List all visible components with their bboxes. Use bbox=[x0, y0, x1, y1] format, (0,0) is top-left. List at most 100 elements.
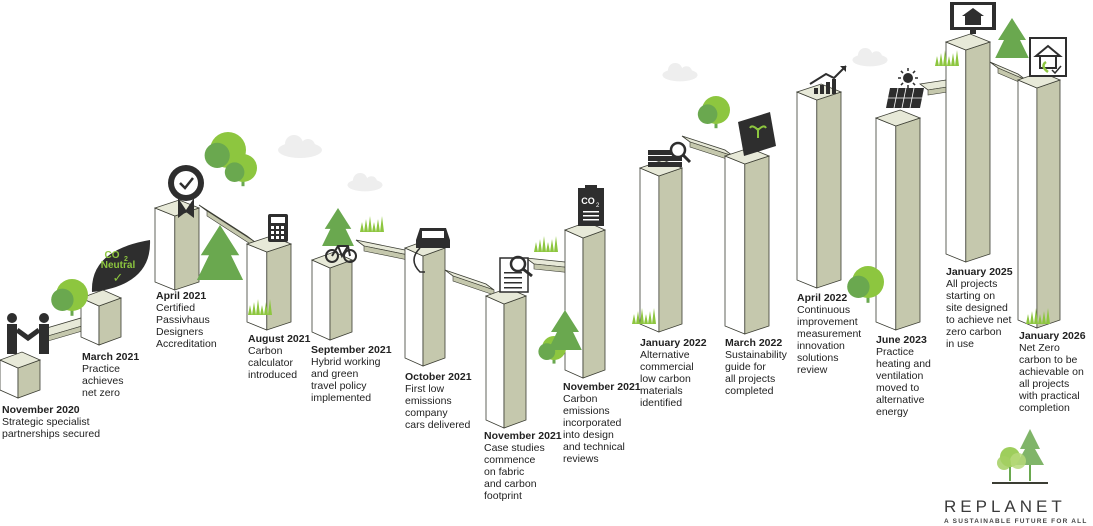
badge-check-icon bbox=[168, 165, 204, 218]
pillar-face bbox=[246, 243, 268, 331]
tree-pine-1 bbox=[196, 225, 244, 280]
milestone-date: August 2021 bbox=[248, 333, 311, 345]
pillar-12 bbox=[874, 109, 922, 331]
pillar-13 bbox=[944, 33, 992, 263]
svg-text:CO: CO bbox=[581, 196, 595, 206]
pillar-side bbox=[582, 229, 606, 379]
tree-round-1 bbox=[51, 279, 88, 316]
tree-round-6 bbox=[847, 266, 884, 303]
pillar-7 bbox=[484, 287, 528, 429]
pillar-side bbox=[895, 117, 921, 331]
milestone-text: Strategic specialist partnerships secure… bbox=[2, 416, 101, 440]
milestone-text: Net Zero carbon to be achievable on all … bbox=[1019, 342, 1084, 414]
pillar-2 bbox=[79, 289, 123, 346]
pillar-side bbox=[422, 247, 446, 367]
pillar-5 bbox=[310, 251, 354, 341]
milestone-date: January 2022 bbox=[640, 337, 707, 349]
pillar-side bbox=[658, 167, 683, 333]
brand-name: REPLANET bbox=[944, 497, 1066, 516]
brand-block: REPLANET A SUSTAINABLE FUTURE FOR ALL bbox=[944, 429, 1089, 525]
document-search-icon bbox=[499, 255, 533, 293]
milestone-text: Sustainability guide for all projects co… bbox=[725, 349, 787, 397]
svg-text:CO: CO bbox=[105, 250, 120, 261]
pillar-11 bbox=[795, 83, 843, 289]
milestone-text: First low emissions company cars deliver… bbox=[405, 383, 471, 431]
pillar-top bbox=[874, 109, 922, 127]
pillar-6 bbox=[403, 239, 447, 367]
books-magnifier-icon bbox=[648, 141, 692, 167]
pillar-side bbox=[965, 41, 991, 263]
milestone-date: November 2021 bbox=[563, 381, 641, 393]
cloud-3 bbox=[662, 63, 698, 82]
pillar-top bbox=[723, 147, 771, 165]
brand-tagline: A SUSTAINABLE FUTURE FOR ALL bbox=[944, 518, 1088, 525]
pillar-top bbox=[153, 199, 201, 217]
pillar-face bbox=[796, 91, 818, 289]
milestone-date: June 2023 bbox=[876, 334, 927, 346]
handshake-icon bbox=[7, 313, 49, 354]
tree-pine-3 bbox=[548, 310, 582, 350]
pillar-side bbox=[329, 259, 353, 341]
pillar-side bbox=[503, 295, 527, 429]
pillar-face bbox=[945, 41, 967, 263]
milestone-text: Practice achieves net zero bbox=[82, 363, 124, 399]
house-certificate-icon bbox=[1029, 37, 1067, 77]
grass-3 bbox=[534, 236, 558, 252]
milestone-text: Carbon emissions incorporated into desig… bbox=[563, 393, 625, 465]
cloud-2 bbox=[347, 173, 383, 192]
tree-pine-4 bbox=[995, 18, 1029, 58]
pillar-face bbox=[1017, 79, 1038, 329]
pillar-face bbox=[639, 167, 660, 333]
pillar-4 bbox=[245, 235, 293, 331]
svg-text:✓: ✓ bbox=[113, 271, 124, 286]
pillar-14 bbox=[1016, 71, 1062, 329]
tree-pine-2 bbox=[322, 208, 354, 246]
pillar-face bbox=[724, 155, 746, 335]
svg-text:2: 2 bbox=[124, 256, 128, 263]
pillar-face bbox=[875, 117, 897, 331]
pillar-side bbox=[744, 155, 770, 335]
calculator-icon bbox=[268, 214, 288, 242]
replanet-trees-logo-icon bbox=[992, 429, 1048, 484]
milestone-text: Hybrid working and green travel policy i… bbox=[311, 356, 381, 404]
milestone-date: September 2021 bbox=[311, 344, 392, 356]
pillar-face bbox=[311, 259, 331, 341]
milestone-date: January 2025 bbox=[946, 266, 1013, 278]
tree-round-5 bbox=[697, 96, 730, 129]
cloud-4 bbox=[852, 48, 888, 67]
pillar-face bbox=[154, 207, 176, 291]
milestone-text: All projects starting on site designed t… bbox=[946, 278, 1012, 350]
tree-round-3 bbox=[224, 154, 257, 187]
milestone-text: Continuous improvement measurement innov… bbox=[797, 304, 862, 376]
bridge-4 bbox=[444, 269, 495, 291]
grass-5 bbox=[935, 50, 959, 66]
pillar-top bbox=[79, 289, 123, 307]
pillar-top bbox=[0, 351, 42, 369]
pillar-side bbox=[174, 207, 200, 291]
electric-car-icon bbox=[413, 228, 450, 273]
pillar-1 bbox=[0, 351, 42, 399]
grass-6 bbox=[1026, 308, 1050, 324]
pillar-face bbox=[564, 229, 584, 379]
cloud-1 bbox=[278, 135, 322, 158]
milestone-text: Case studies commence on fabric and carb… bbox=[484, 442, 545, 502]
milestone-date: October 2021 bbox=[405, 371, 472, 383]
milestone-text: Certified Passivhaus Designers Accredita… bbox=[156, 302, 217, 350]
milestone-text: Alternative commercial low carbon materi… bbox=[640, 349, 694, 409]
milestone-date: January 2026 bbox=[1019, 330, 1086, 342]
pillar-face bbox=[404, 247, 424, 367]
milestone-date: April 2022 bbox=[797, 292, 848, 304]
pillar-3 bbox=[153, 199, 201, 291]
